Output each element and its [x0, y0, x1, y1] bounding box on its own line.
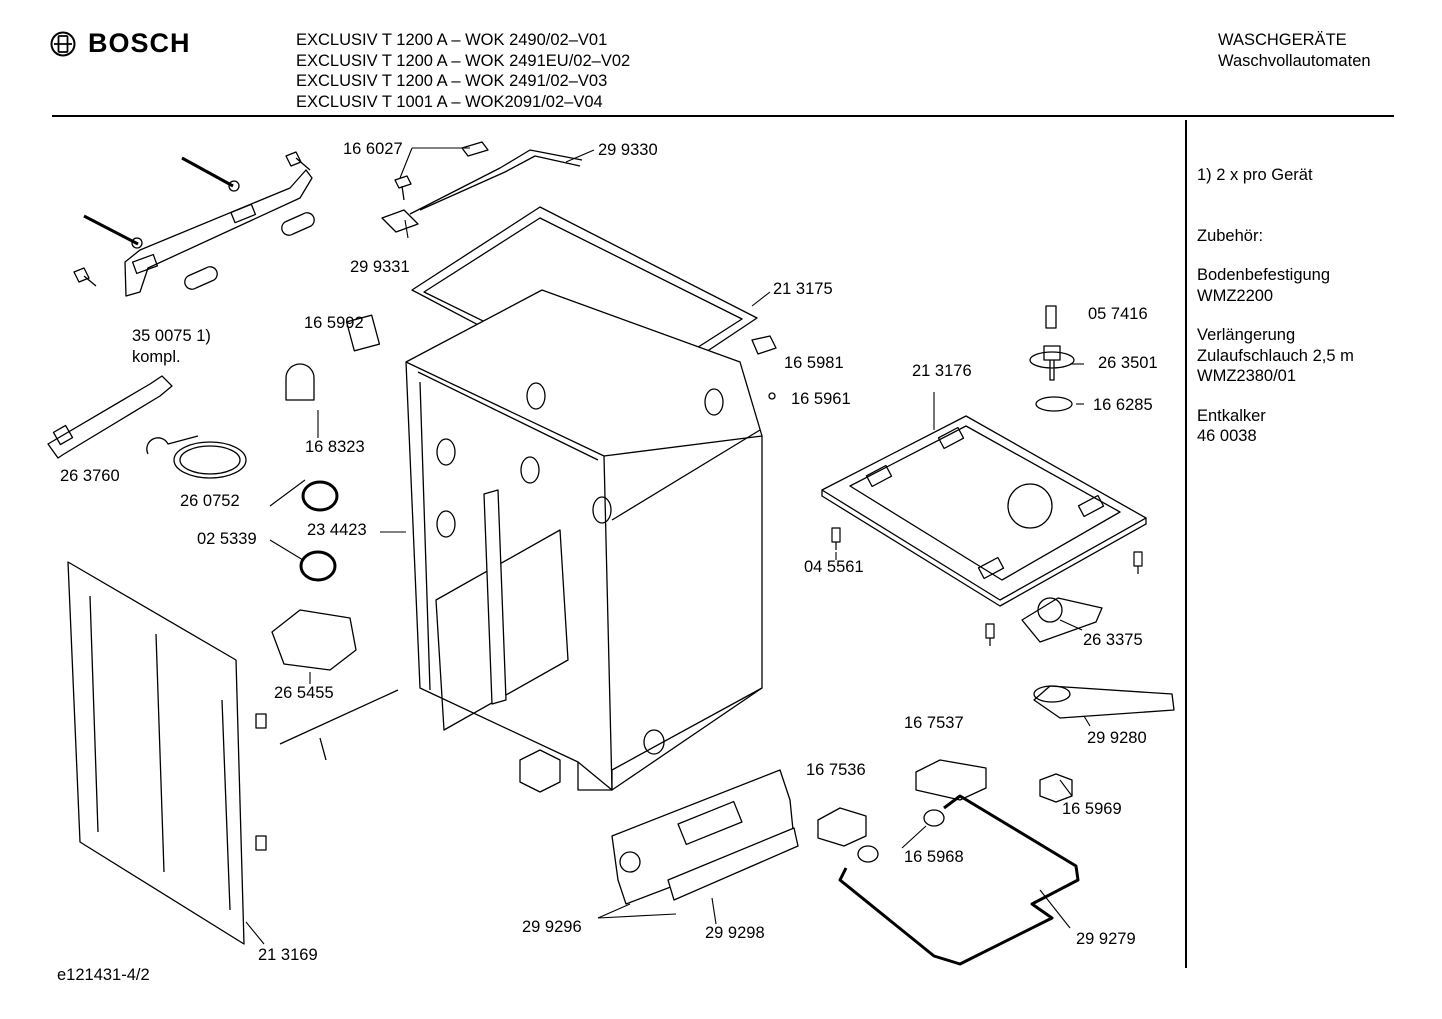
- drawing-code: e121431-4/2: [57, 966, 150, 984]
- bosch-armature-icon: [50, 31, 76, 56]
- part-label: 05 7416: [1088, 305, 1148, 323]
- part-label: 16 6285: [1093, 396, 1153, 414]
- model-list: EXCLUSIV T 1200 A – WOK 2490/02–V01 EXCL…: [296, 30, 630, 112]
- header-divider: [52, 115, 1394, 117]
- category-subtitle: Waschvollautomaten: [1218, 51, 1371, 70]
- model-line: EXCLUSIV T 1001 A – WOK2091/02–V04: [296, 92, 603, 111]
- bolts: [831, 527, 1143, 646]
- category-block: WASCHGERÄTE Waschvollautomaten: [1218, 30, 1371, 71]
- model-line: EXCLUSIV T 1200 A – WOK 2491/02–V03: [296, 72, 608, 90]
- part-label: 21 3176: [912, 362, 972, 380]
- part-label: 29 9330: [598, 141, 658, 159]
- electronic-modules: [817, 759, 987, 863]
- leader-lines: [245, 147, 1091, 945]
- part-label: 26 3760: [60, 467, 120, 485]
- part-label: 29 9298: [705, 924, 765, 942]
- part-label: 29 9279: [1076, 930, 1136, 948]
- part-label: kompl.: [132, 348, 181, 366]
- control-panel: [519, 749, 799, 905]
- part-label: 16 6027: [343, 140, 403, 158]
- heater-element: [838, 794, 1080, 966]
- cabinet-housing: [405, 289, 763, 791]
- part-label: 21 3175: [773, 280, 833, 298]
- category-title: WASCHGERÄTE: [1218, 31, 1347, 49]
- model-line: EXCLUSIV T 1200 A – WOK 2491EU/02–V02: [296, 51, 631, 70]
- brand-logo: BOSCH: [50, 28, 191, 59]
- footnote: 1) 2 x pro Gerät: [1197, 166, 1313, 184]
- part-label: 23 4423: [307, 521, 367, 539]
- part-label: 16 7537: [904, 714, 964, 732]
- transport-bracket: [73, 151, 315, 297]
- accessory-item: Verlängerung Zulaufschlauch 2,5 m WMZ238…: [1197, 326, 1354, 385]
- door-lock-parts: [381, 141, 583, 233]
- accessory-item: Entkalker 46 0038: [1197, 406, 1266, 446]
- part-label: 04 5561: [804, 558, 864, 576]
- accessory-item: Bodenbefestigung WMZ2200: [1197, 266, 1331, 305]
- part-label: 26 5455: [274, 684, 334, 702]
- part-label: 29 9331: [350, 258, 410, 276]
- part-label: 35 0075 1): [132, 327, 211, 345]
- part-label: 26 3501: [1098, 354, 1158, 372]
- part-label: 21 3169: [258, 946, 318, 964]
- tools-and-seals: [47, 314, 777, 671]
- model-line: EXCLUSIV T 1200 A – WOK 2490/02–V01: [296, 31, 608, 49]
- brand-name: BOSCH: [88, 28, 191, 58]
- exploded-view-drawing: [47, 141, 1175, 966]
- part-label: 02 5339: [197, 530, 257, 548]
- part-label: 26 3375: [1083, 631, 1143, 649]
- feet-and-mounts: [1021, 305, 1175, 803]
- accessories-title: Zubehör:: [1197, 226, 1264, 245]
- side-panel: [67, 561, 399, 945]
- part-label: 16 5968: [904, 848, 964, 866]
- part-label: 16 7536: [806, 761, 866, 779]
- part-label: 16 5992: [304, 314, 364, 332]
- part-label: 16 5981: [784, 354, 844, 372]
- part-label: 26 0752: [180, 492, 240, 510]
- base-frame: [821, 415, 1147, 607]
- part-label: 16 5969: [1062, 800, 1122, 818]
- part-label: 16 5961: [791, 390, 851, 408]
- part-label: 29 9296: [522, 918, 582, 936]
- part-label: 29 9280: [1087, 729, 1147, 747]
- notes-panel: 1) 2 x pro Gerät Zubehör: Bodenbefestigu…: [1197, 165, 1354, 466]
- part-label: 16 8323: [305, 438, 365, 456]
- notes-divider: [1185, 120, 1187, 968]
